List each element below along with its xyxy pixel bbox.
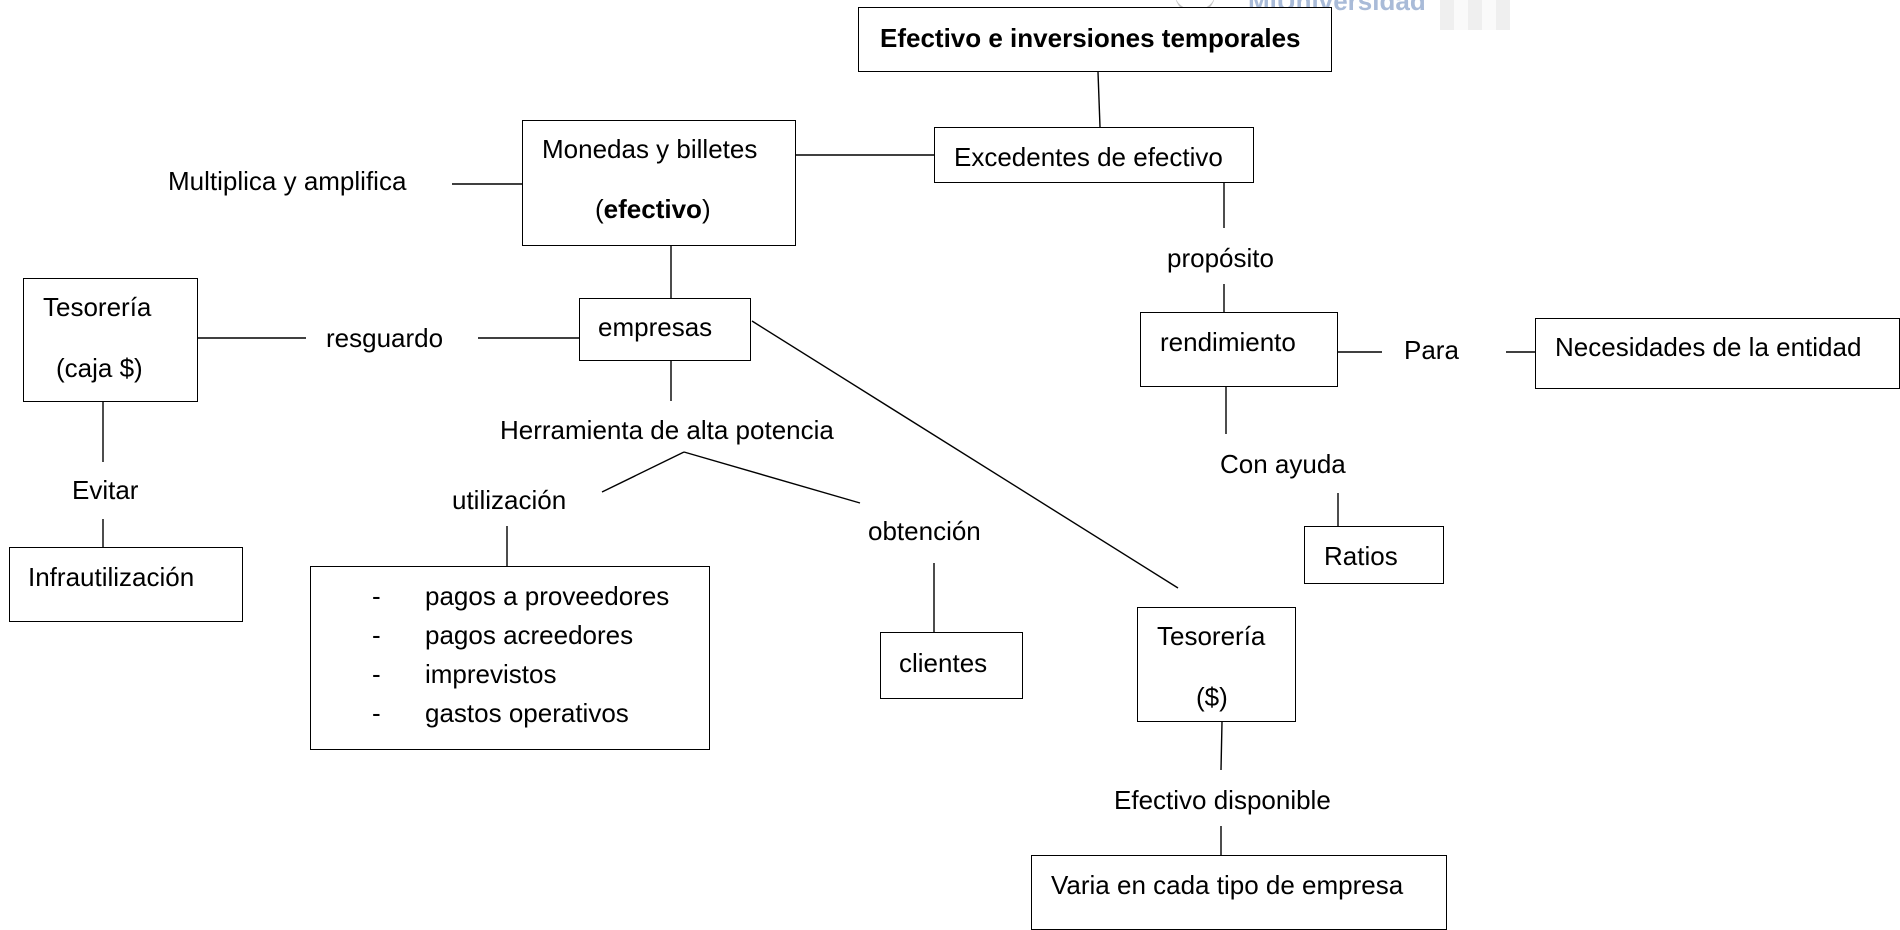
para-label: Para (1404, 335, 1459, 365)
evitar-label: Evitar (72, 475, 139, 505)
empresas-label: empresas (598, 312, 713, 342)
tesoreria-caja-sub-label: (caja $) (56, 353, 143, 383)
link-root-excedentes (1097, 71, 1101, 128)
monedas-label: Monedas y billetes (542, 134, 758, 164)
list-bullet: - (372, 659, 381, 689)
utilizacion-label: utilización (452, 485, 567, 515)
varia-box (1031, 855, 1447, 930)
list-bullet: - (372, 698, 381, 728)
varia-label: Varia en cada tipo de empresa (1051, 870, 1404, 900)
con-ayuda-label: Con ayuda (1220, 449, 1346, 479)
link-tesoreria-efectivo (1220, 721, 1223, 771)
ratios-label: Ratios (1324, 541, 1398, 571)
clientes-label: clientes (899, 648, 988, 678)
monedas-sub-label: (efectivo) (595, 194, 711, 224)
tesoreria-label: Tesorería (1157, 621, 1266, 651)
root-label: Efectivo e inversiones temporales (880, 23, 1301, 53)
uses-list-box (310, 566, 710, 750)
herramienta-label: Herramienta de alta potencia (500, 415, 834, 445)
root-box (858, 7, 1332, 72)
empresas-box (579, 298, 751, 361)
list-bullet: - (372, 581, 381, 611)
necesidades-box (1535, 318, 1900, 389)
efectivo-disponible-label: Efectivo disponible (1114, 785, 1331, 815)
tesoreria-box (1137, 607, 1296, 722)
necesidades-label: Necesidades de la entidad (1555, 332, 1862, 362)
excedentes-label: Excedentes de efectivo (954, 142, 1223, 172)
proposito-label: propósito (1167, 243, 1274, 273)
clientes-box (880, 632, 1023, 699)
rendimiento-box (1140, 312, 1338, 387)
infrautilizacion-label: Infrautilización (28, 562, 195, 592)
ratios-box (1304, 526, 1444, 584)
watermark-pattern (1440, 0, 1510, 30)
multiplica-label: Multiplica y amplifica (168, 166, 407, 196)
link-herramienta-utilizacion (601, 451, 685, 493)
monedas-box (522, 120, 796, 246)
link-herramienta-obtencion (683, 451, 861, 504)
tesoreria-caja-label: Tesorería (43, 292, 152, 322)
link-empresas-tesoreria (751, 320, 1179, 589)
tesoreria-sub-label: ($) (1196, 682, 1228, 712)
obtencion-label: obtención (868, 516, 981, 546)
resguardo-label: resguardo (326, 323, 444, 353)
tesoreria-caja-box (23, 278, 198, 402)
rendimiento-label: rendimiento (1160, 327, 1296, 357)
excedentes-box (934, 127, 1254, 183)
infrautilizacion-box (9, 547, 243, 622)
list-bullet: - (372, 620, 381, 650)
